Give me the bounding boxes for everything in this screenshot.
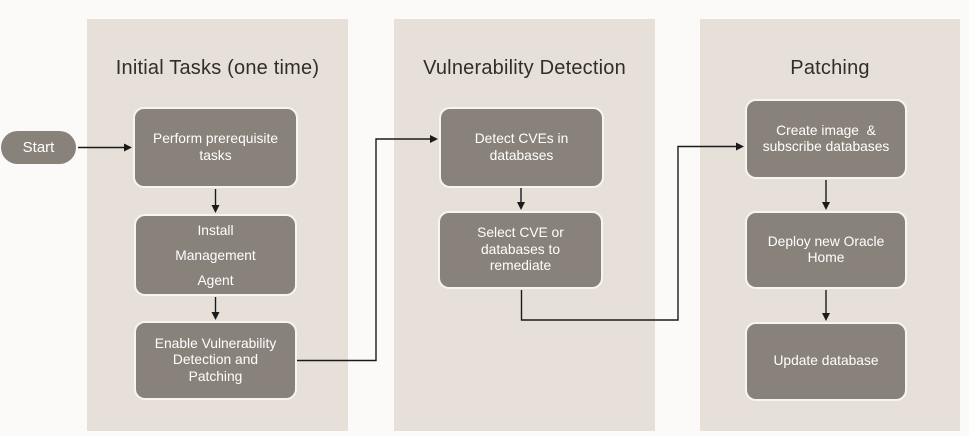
step-label-line: tasks [199, 147, 232, 163]
start-label: Start [22, 139, 55, 156]
step-label-line: Detection and [172, 352, 259, 368]
step-label-line: Install [197, 222, 234, 238]
step-create-image-subscribe-databases: Create image & subscribe databases [745, 99, 907, 179]
step-label-line: databases to [480, 241, 560, 257]
step-label-line: Perform prerequisite [153, 131, 278, 146]
step-label-line: Management [175, 247, 256, 263]
step-select-cve-or-databases: Select CVE or databases to remediate [438, 211, 603, 289]
step-detect-cves-in-databases: Detect CVEs in databases [439, 107, 604, 188]
step-label-line: Deploy new Oracle [767, 233, 885, 249]
step-update-database: Update database [745, 322, 907, 401]
step-label-line: databases [489, 147, 554, 163]
panel-title-patching: Patching [790, 57, 870, 79]
step-install-management-agent: Install Management Agent [134, 214, 297, 296]
step-label-line: Home [807, 250, 845, 265]
step-label-line: Agent [197, 272, 234, 288]
step-label-line: Update database [773, 353, 879, 369]
start-node: Start [1, 131, 76, 164]
step-label-line: subscribe databases [762, 139, 890, 154]
step-label-line: Enable Vulnerability [154, 335, 277, 351]
step-label-line: Select CVE or [477, 225, 564, 241]
step-label-line: Create image & [776, 122, 876, 138]
panel-title-initial-tasks: Initial Tasks (one time) [115, 57, 320, 79]
step-label-line: Patching [188, 368, 243, 384]
step-enable-vulnerability-detection-patching: Enable Vulnerability Detection and Patch… [134, 321, 297, 400]
panel-title-vulnerability-detection: Vulnerability Detection [423, 57, 626, 79]
step-label-line: Detect CVEs in [474, 131, 569, 146]
step-deploy-new-oracle-home: Deploy new Oracle Home [745, 211, 907, 289]
step-perform-prerequisite-tasks: Perform prerequisite tasks [133, 107, 298, 188]
step-label-line: remediate [489, 258, 552, 274]
